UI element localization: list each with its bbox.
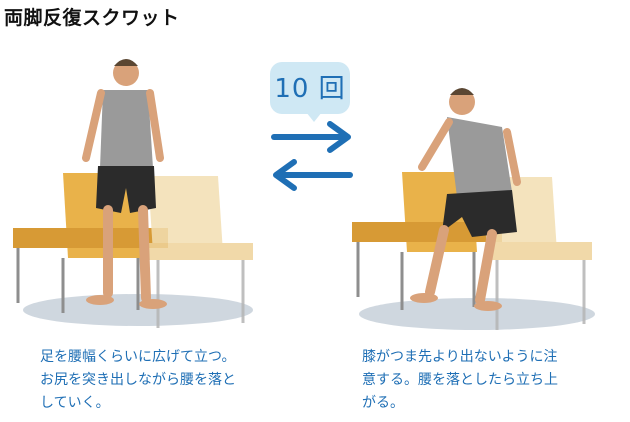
person-squatting [410,88,521,311]
repetition-count: 10 回 [274,74,346,104]
repetition-bubble [270,62,350,114]
chair-faded [148,176,253,328]
arrow-left-icon [273,159,353,191]
arrow-right-icon [271,121,351,153]
repetition-bubble-tail [306,112,322,122]
person-standing [82,59,167,309]
step1-caption: 足を腰幅くらいに広げて立つ。 お尻を突き出しながら腰を落と していく。 [40,349,236,411]
squatting-illustration [352,88,595,330]
floor-shadow [359,298,595,330]
standing-squat-illustration [13,59,253,328]
step2-caption: 膝がつま先より出ないように注 意する。腰を落としたら立ち上 がる。 [362,349,558,411]
page-title: 両脚反復スクワット [4,7,180,29]
